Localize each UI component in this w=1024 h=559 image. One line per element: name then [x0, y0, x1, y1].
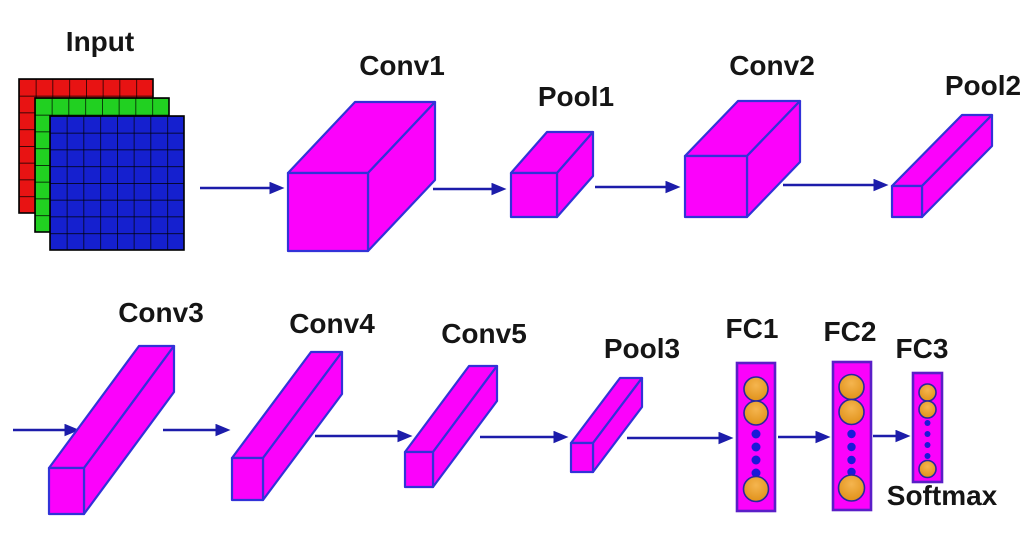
layer-fc2 — [831, 360, 873, 512]
fc3-neuron — [918, 459, 937, 479]
layer-fc1 — [735, 361, 777, 513]
layer-fc3 — [911, 371, 944, 484]
label-pool2: Pool2 — [944, 70, 1022, 101]
fc2-ellipsis-dot — [847, 467, 856, 477]
fc3-neuron — [918, 400, 937, 419]
fc3-ellipsis-dot — [924, 442, 931, 448]
fc2-ellipsis-dot — [847, 429, 856, 439]
fc3-ellipsis-dot — [924, 420, 931, 426]
layer-conv1-box — [286, 100, 437, 253]
fc2-neuron — [837, 474, 866, 502]
fc1-neuron — [742, 475, 770, 503]
fc2-neuron — [838, 373, 865, 401]
layer-pool2-box — [890, 113, 994, 219]
input-channel-blue — [49, 115, 185, 251]
label-fc3: FC3 — [895, 333, 949, 364]
label-conv3: Conv3 — [118, 297, 204, 328]
fc3-ellipsis-dot — [924, 453, 931, 459]
fc3-ellipsis-dot — [924, 431, 931, 437]
fc2-ellipsis-dot — [847, 442, 856, 452]
layer-conv2-box — [683, 99, 802, 219]
fc1-ellipsis-dot — [751, 442, 761, 452]
layer-conv3-box — [47, 344, 176, 516]
label-conv4: Conv4 — [289, 308, 375, 339]
label-pool1: Pool1 — [537, 81, 615, 112]
layer-pool1-box — [509, 130, 595, 219]
layer-conv4-box — [230, 350, 344, 502]
label-conv1: Conv1 — [359, 50, 445, 81]
fc3-neuron — [918, 383, 937, 402]
layer-pool3-box — [569, 376, 644, 474]
label-pool3: Pool3 — [603, 333, 681, 364]
label-conv5: Conv5 — [441, 318, 527, 349]
fc1-neuron — [743, 376, 769, 402]
fc2-ellipsis-dot — [847, 455, 856, 465]
label-fc2: FC2 — [823, 316, 877, 347]
label-conv2: Conv2 — [729, 50, 815, 81]
label-input: Input — [65, 26, 135, 57]
label-softmax: Softmax — [886, 480, 998, 511]
fc2-neuron — [838, 398, 865, 426]
fc1-neuron — [743, 400, 769, 426]
fc1-ellipsis-dot — [751, 468, 761, 478]
layer-conv5-box — [403, 364, 499, 489]
fc1-ellipsis-dot — [751, 429, 761, 439]
label-fc1: FC1 — [725, 313, 779, 344]
fc1-ellipsis-dot — [751, 455, 761, 465]
